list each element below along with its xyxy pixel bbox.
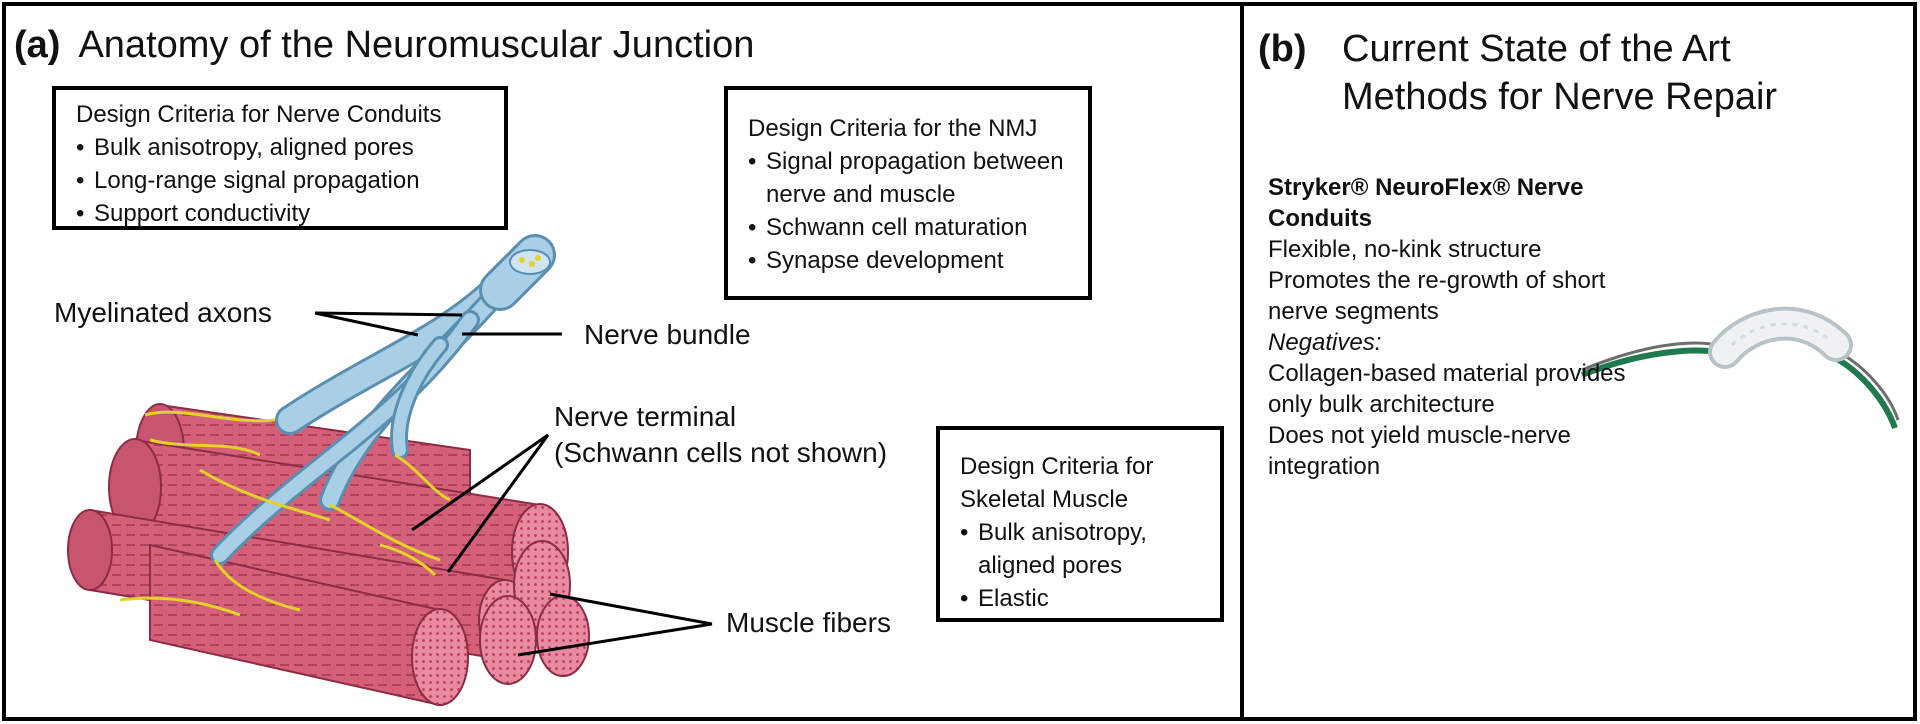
nerve-bundle-shape [210, 234, 556, 565]
label-nerve-terminal-note: (Schwann cells not shown) [554, 437, 888, 468]
list-item: Bulk anisotropy, aligned pores [76, 131, 484, 164]
box-skeletal-muscle: Design Criteria for Skeletal Muscle Bulk… [936, 426, 1224, 622]
product-negatives-label: Negatives: [1268, 329, 1382, 356]
callout-lines [314, 311, 713, 657]
box-skeletal-muscle-list: Bulk anisotropy, aligned pores Elastic [960, 516, 1200, 615]
box-nmj-heading: Design Criteria for the NMJ [748, 115, 1038, 142]
label-nerve-terminal: Nerve terminal [554, 401, 737, 432]
box-nerve-conduits-list: Bulk anisotropy, aligned pores Long-rang… [76, 131, 484, 230]
panel-b-title-line2: Methods for Nerve Repair [1342, 76, 1778, 118]
panel-b-letter: (b) [1258, 28, 1307, 70]
list-item: Schwann cell maturation [748, 211, 1068, 244]
panel-a-letter: (a) [14, 24, 61, 66]
panel-b-letter-wrap: (b) [1258, 26, 1325, 72]
list-item: Elastic [960, 582, 1200, 615]
panel-b-frame [1240, 2, 1917, 721]
box-nmj-list: Signal propagation between nerve and mus… [748, 145, 1068, 277]
label-nerve-bundle: Nerve bundle [584, 319, 751, 350]
product-positive: Flexible, no-kink structure [1268, 236, 1542, 263]
neuroflex-conduit-photo [1580, 306, 1900, 430]
product-negative: Collagen-based material provides only bu… [1268, 360, 1626, 418]
product-name: Stryker® NeuroFlex® Nerve Conduits [1268, 174, 1584, 232]
list-item: Long-range signal propagation [76, 164, 484, 197]
box-skeletal-muscle-heading: Design Criteria for Skeletal Muscle [960, 453, 1154, 513]
product-negative: Does not yield muscle-nerve integration [1268, 422, 1571, 480]
box-nerve-conduits: Design Criteria for Nerve Conduits Bulk … [52, 86, 508, 230]
muscle-fiber-front [149, 543, 469, 707]
list-item: Support conductivity [76, 197, 484, 230]
product-positive: Promotes the re-growth of short nerve se… [1268, 267, 1606, 325]
label-muscle-fibers: Muscle fibers [726, 607, 891, 638]
nerve-terminals [119, 410, 451, 617]
panel-a-title: (a) Anatomy of the Neuromuscular Junction [14, 22, 754, 68]
box-nmj: Design Criteria for the NMJ Signal propa… [724, 86, 1092, 300]
panel-b-title-line1: Current State of the Art [1342, 28, 1731, 70]
box-nerve-conduits-heading: Design Criteria for Nerve Conduits [76, 101, 442, 128]
panel-a-title-text: Anatomy of the Neuromuscular Junction [78, 24, 755, 66]
list-item: Synapse development [748, 244, 1068, 277]
product-description: Stryker® NeuroFlex® Nerve Conduits Flexi… [1268, 172, 1628, 482]
list-item: Bulk anisotropy, aligned pores [960, 516, 1200, 582]
label-myelinated-axons: Myelinated axons [54, 297, 272, 328]
list-item: Signal propagation between nerve and mus… [748, 145, 1068, 211]
